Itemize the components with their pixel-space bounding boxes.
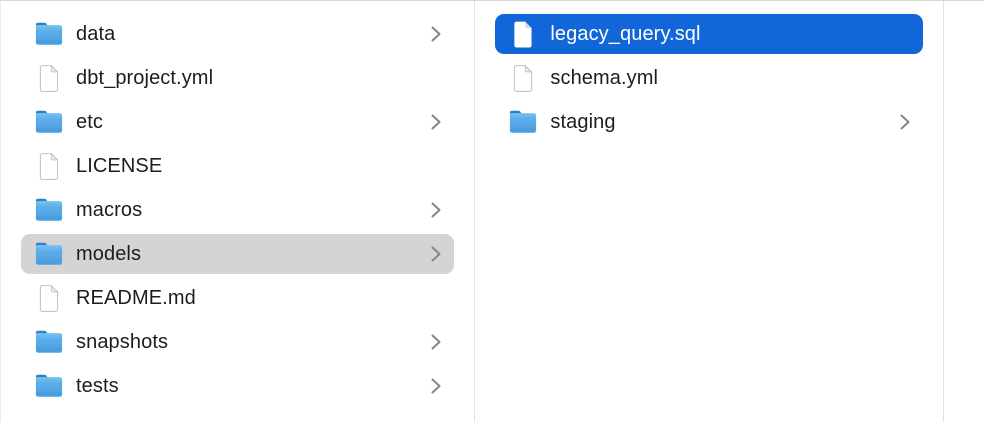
file-name: staging <box>550 112 616 132</box>
file-name: data <box>76 24 116 44</box>
folder-icon <box>34 328 64 356</box>
folder-icon <box>34 196 64 224</box>
folder-icon <box>34 372 64 400</box>
folder-icon <box>34 108 64 136</box>
document-icon <box>34 152 64 180</box>
file-name: models <box>76 244 142 264</box>
folder-icon <box>34 240 64 268</box>
folder-icon <box>508 108 538 136</box>
file-name: dbt_project.yml <box>76 68 214 88</box>
file-name: README.md <box>76 288 196 308</box>
row-legacy_query.sql[interactable]: legacy_query.sql <box>495 14 923 54</box>
file-name: schema.yml <box>550 68 659 88</box>
row-tests[interactable]: tests <box>21 366 454 406</box>
document-icon <box>34 64 64 92</box>
chevron-right-icon <box>899 113 911 131</box>
chevron-right-icon <box>430 25 442 43</box>
finder-column-3 <box>944 1 984 422</box>
chevron-right-icon <box>430 201 442 219</box>
file-name: LICENSE <box>76 156 163 176</box>
row-README.md[interactable]: README.md <box>21 278 454 318</box>
file-name: tests <box>76 376 119 396</box>
file-name: macros <box>76 200 143 220</box>
document-icon <box>508 64 538 92</box>
chevron-right-icon <box>430 377 442 395</box>
document-icon <box>508 20 538 48</box>
row-data[interactable]: data <box>21 14 454 54</box>
file-name: legacy_query.sql <box>550 24 701 44</box>
row-dbt_project.yml[interactable]: dbt_project.yml <box>21 58 454 98</box>
row-LICENSE[interactable]: LICENSE <box>21 146 454 186</box>
file-name: snapshots <box>76 332 169 352</box>
row-staging[interactable]: staging <box>495 102 923 142</box>
chevron-right-icon <box>430 333 442 351</box>
row-schema.yml[interactable]: schema.yml <box>495 58 923 98</box>
row-snapshots[interactable]: snapshots <box>21 322 454 362</box>
finder-column-1: data dbt_project.yml et <box>1 1 476 422</box>
chevron-right-icon <box>430 113 442 131</box>
row-models[interactable]: models <box>21 234 455 274</box>
finder-column-2: legacy_query.sql schema.yml <box>475 1 944 422</box>
row-macros[interactable]: macros <box>21 190 454 230</box>
chevron-right-icon <box>430 245 442 263</box>
folder-icon <box>34 20 64 48</box>
row-etc[interactable]: etc <box>21 102 454 142</box>
file-name: etc <box>76 112 103 132</box>
document-icon <box>34 284 64 312</box>
